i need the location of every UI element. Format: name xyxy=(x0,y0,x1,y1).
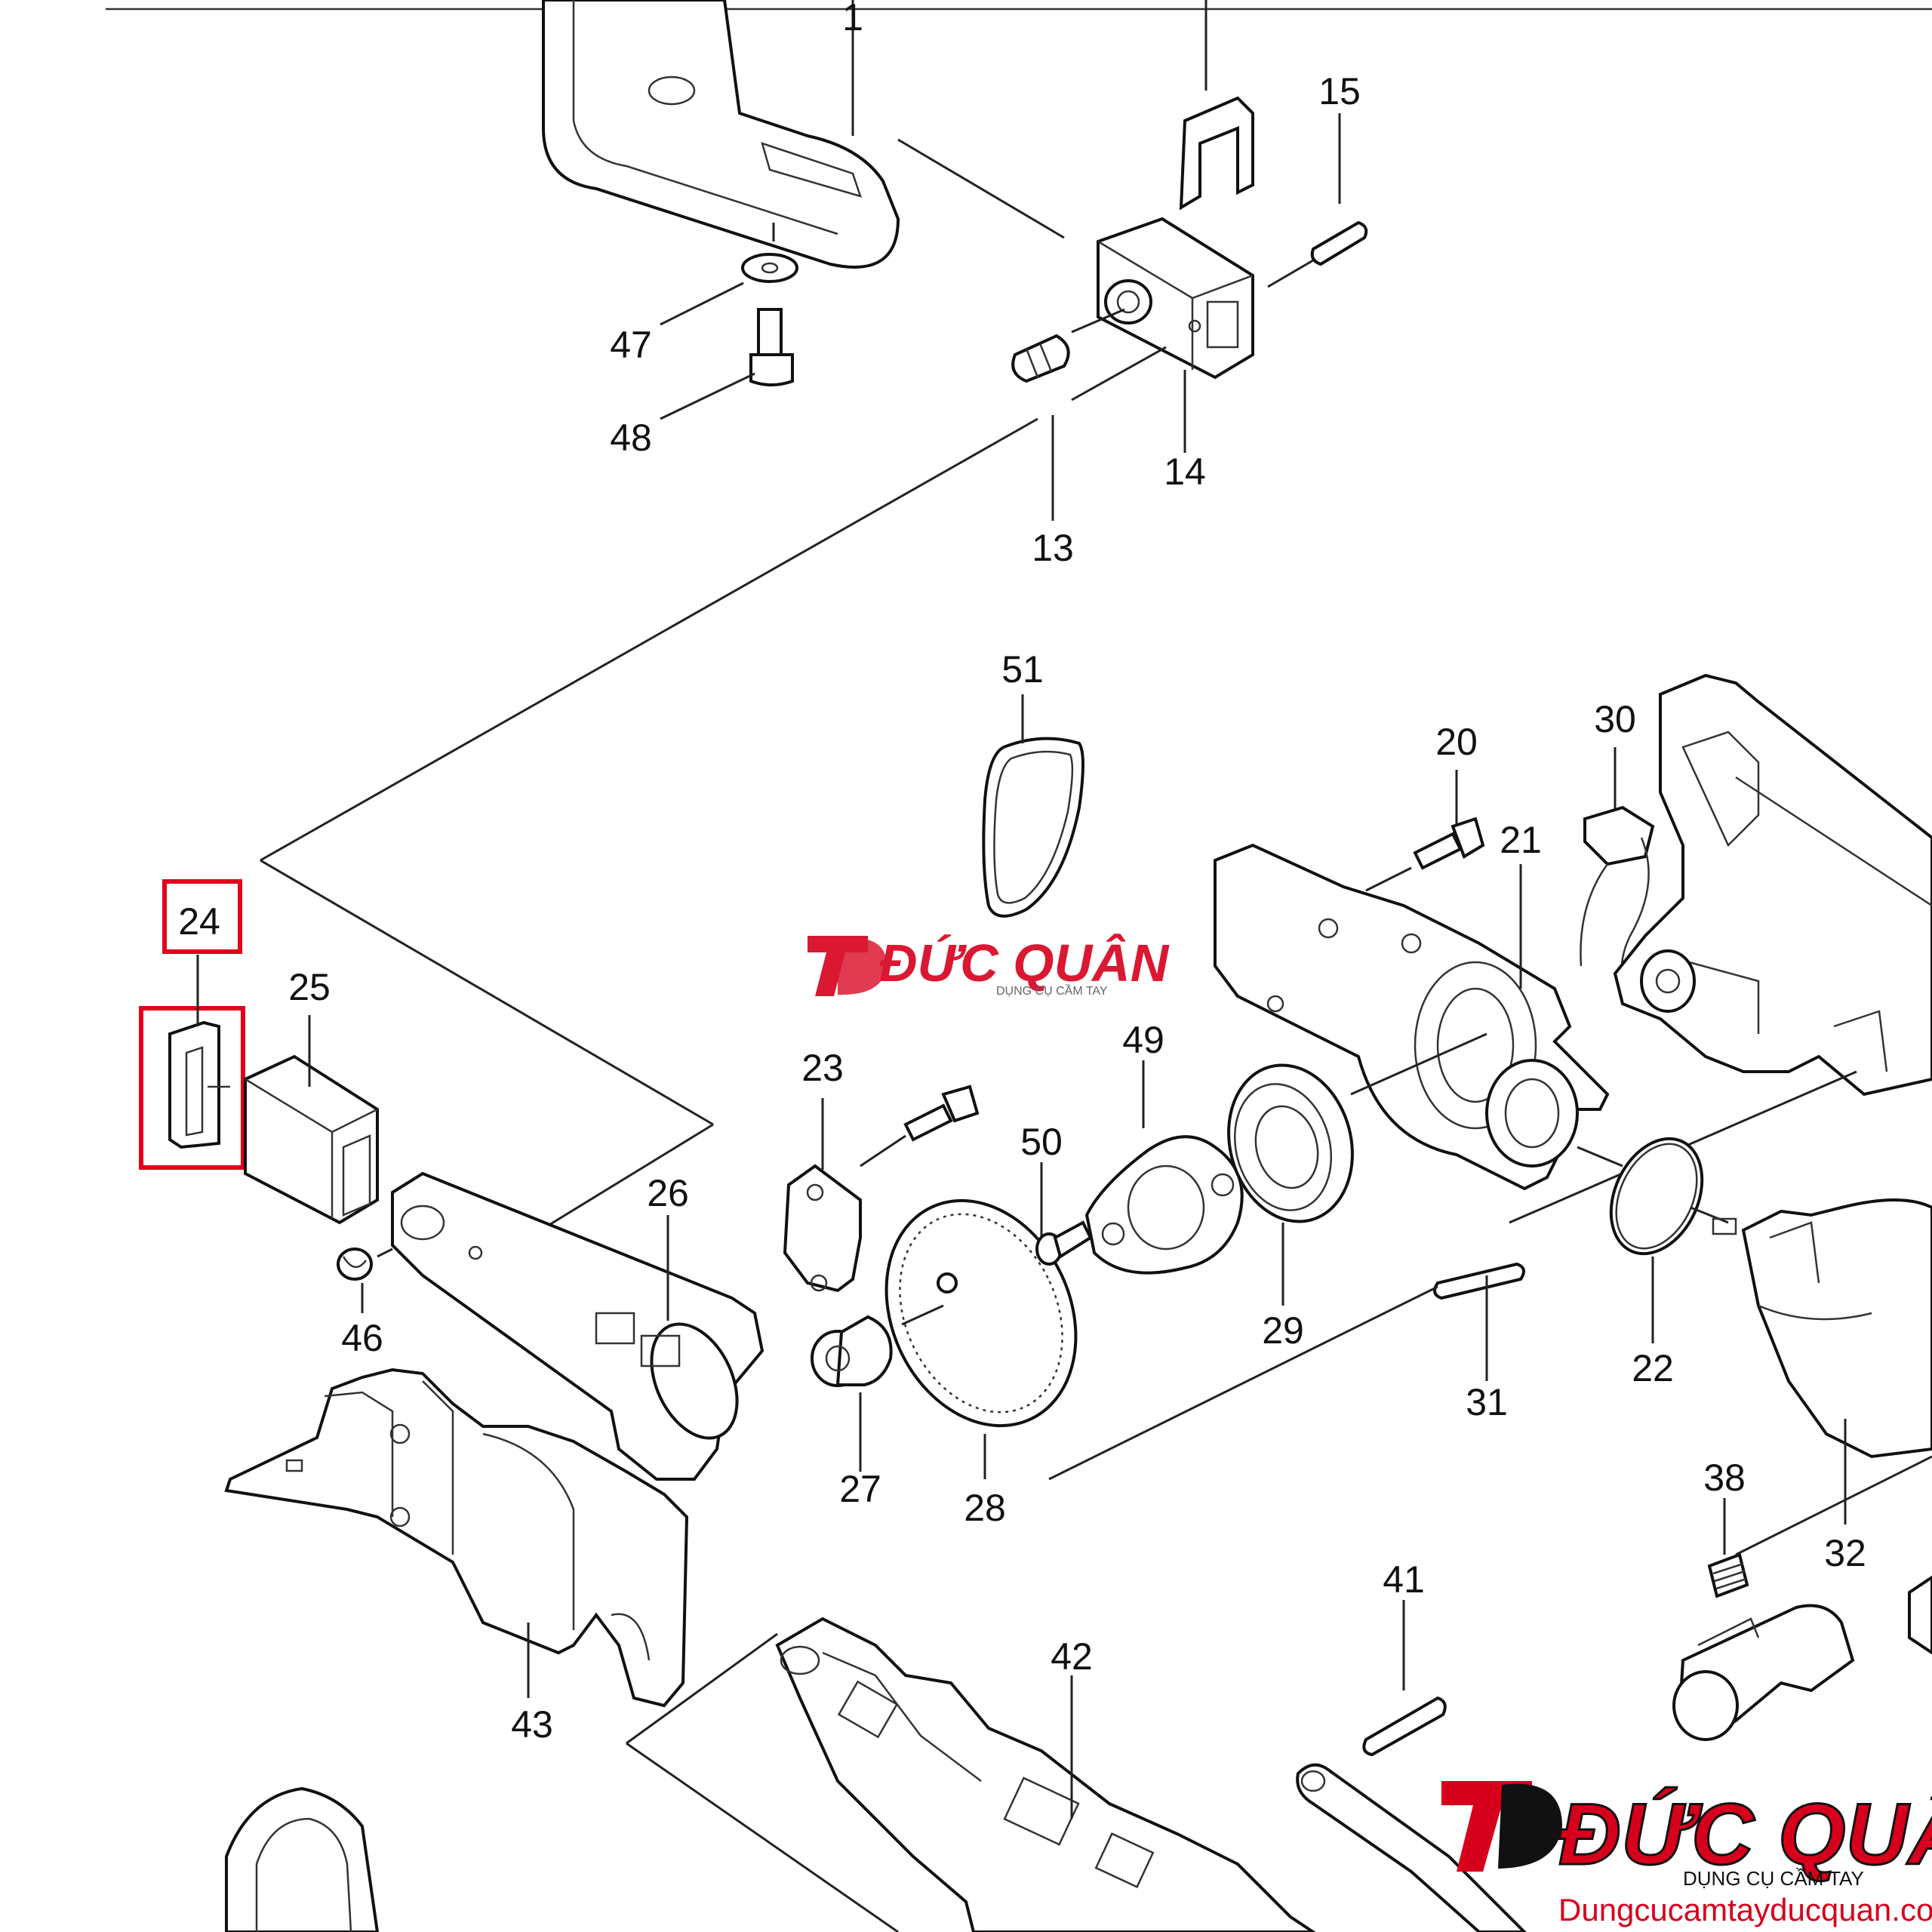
part-43-gear-housing xyxy=(224,1367,689,1708)
part-49-flange xyxy=(1084,1060,1244,1275)
label-49: 49 xyxy=(1122,1019,1164,1061)
part-47-washer xyxy=(660,253,798,326)
assembly-line-3 xyxy=(528,1123,714,1239)
assembly-line-1 xyxy=(260,417,1038,862)
motor-housing-right xyxy=(1509,673,1932,1224)
label-43: 43 xyxy=(511,1703,553,1746)
label-30: 30 xyxy=(1594,698,1636,740)
part-13-screw xyxy=(1011,308,1125,521)
label-23: 23 xyxy=(801,1047,844,1089)
label-26: 26 xyxy=(647,1172,689,1214)
label-32: 32 xyxy=(1824,1532,1866,1574)
watermark-corner-tagline: DỤNG CỤ CẦM TAY xyxy=(1683,1867,1864,1890)
watermark-corner-brand: ĐỨC QUÂN xyxy=(1558,1786,1932,1883)
lever-arm xyxy=(1296,1763,1527,1932)
lower-left-grip xyxy=(225,1786,380,1932)
part-30-switch xyxy=(1580,747,1655,982)
label-20: 20 xyxy=(1435,721,1478,763)
part-32-motor xyxy=(1712,1198,1932,1524)
label-29: 29 xyxy=(1262,1309,1304,1352)
part-22-oring xyxy=(1577,1137,1729,1343)
spring-clip xyxy=(1179,0,1254,211)
label-1: 1 xyxy=(842,0,863,38)
watermark-center: ĐỨC QUÂN DỤNG CỤ CẦM TAY xyxy=(808,933,1170,998)
drill-logo-icon xyxy=(808,936,887,996)
label-22: 22 xyxy=(1632,1347,1674,1389)
label-15: 15 xyxy=(1318,70,1361,112)
part-23-plate xyxy=(783,1084,980,1293)
part-21-housing xyxy=(1214,843,1610,1191)
label-14: 14 xyxy=(1164,451,1206,493)
assembly-line-2 xyxy=(260,859,714,1126)
part-29-bearing xyxy=(1227,1032,1487,1306)
label-31: 31 xyxy=(1466,1381,1508,1423)
label-51: 51 xyxy=(1001,648,1044,691)
label-46: 46 xyxy=(341,1317,383,1359)
trigger-assembly xyxy=(1672,1575,1932,1741)
label-28: 28 xyxy=(964,1487,1006,1529)
label-21: 21 xyxy=(1500,819,1542,861)
part-50-screw xyxy=(1035,1162,1093,1266)
part-25-sleeve xyxy=(244,1015,379,1225)
part-38-spring xyxy=(1707,1455,1932,1598)
label-13: 13 xyxy=(1032,527,1074,569)
label-42: 42 xyxy=(1051,1635,1093,1678)
drill-logo-icon-large xyxy=(1441,1781,1562,1872)
part-51-seal xyxy=(982,694,1084,918)
part-27-bushing xyxy=(811,1315,893,1472)
label-24[interactable]: 24 xyxy=(178,900,220,943)
part-20-screw xyxy=(1365,770,1485,892)
watermark-center-brand: ĐỨC QUÂN xyxy=(879,933,1170,992)
part-28-gear xyxy=(884,1198,1078,1479)
label-24-highlight-box xyxy=(162,879,242,954)
part-42-handle xyxy=(626,1617,1316,1932)
part-26-slider xyxy=(391,1171,764,1481)
label-48: 48 xyxy=(610,417,652,459)
watermark-center-tagline: DỤNG CỤ CẦM TAY xyxy=(996,983,1108,998)
part-46-spring xyxy=(337,1247,393,1313)
label-27: 27 xyxy=(839,1468,881,1510)
label-38: 38 xyxy=(1703,1457,1746,1499)
label-25: 25 xyxy=(288,966,331,1008)
watermark-corner: ĐỨC QUÂN DỤNG CỤ CẦM TAY Dungcucamtayduc… xyxy=(1441,1781,1932,1927)
part-15-pin xyxy=(1267,113,1368,288)
label-50: 50 xyxy=(1020,1121,1063,1163)
part-14-block xyxy=(1071,217,1254,453)
part-24-highlight-box xyxy=(139,1006,245,1170)
label-41: 41 xyxy=(1383,1558,1425,1601)
watermark-corner-url: Dungcucamtayducquan.com xyxy=(1558,1892,1932,1927)
part-24-grommet[interactable] xyxy=(139,879,245,1170)
part-41-pin xyxy=(1362,1600,1447,1757)
part-1-bracket xyxy=(542,0,1065,269)
part-31-pin xyxy=(1048,1262,1525,1481)
label-47: 47 xyxy=(610,324,652,366)
part-48-bolt xyxy=(660,308,794,420)
